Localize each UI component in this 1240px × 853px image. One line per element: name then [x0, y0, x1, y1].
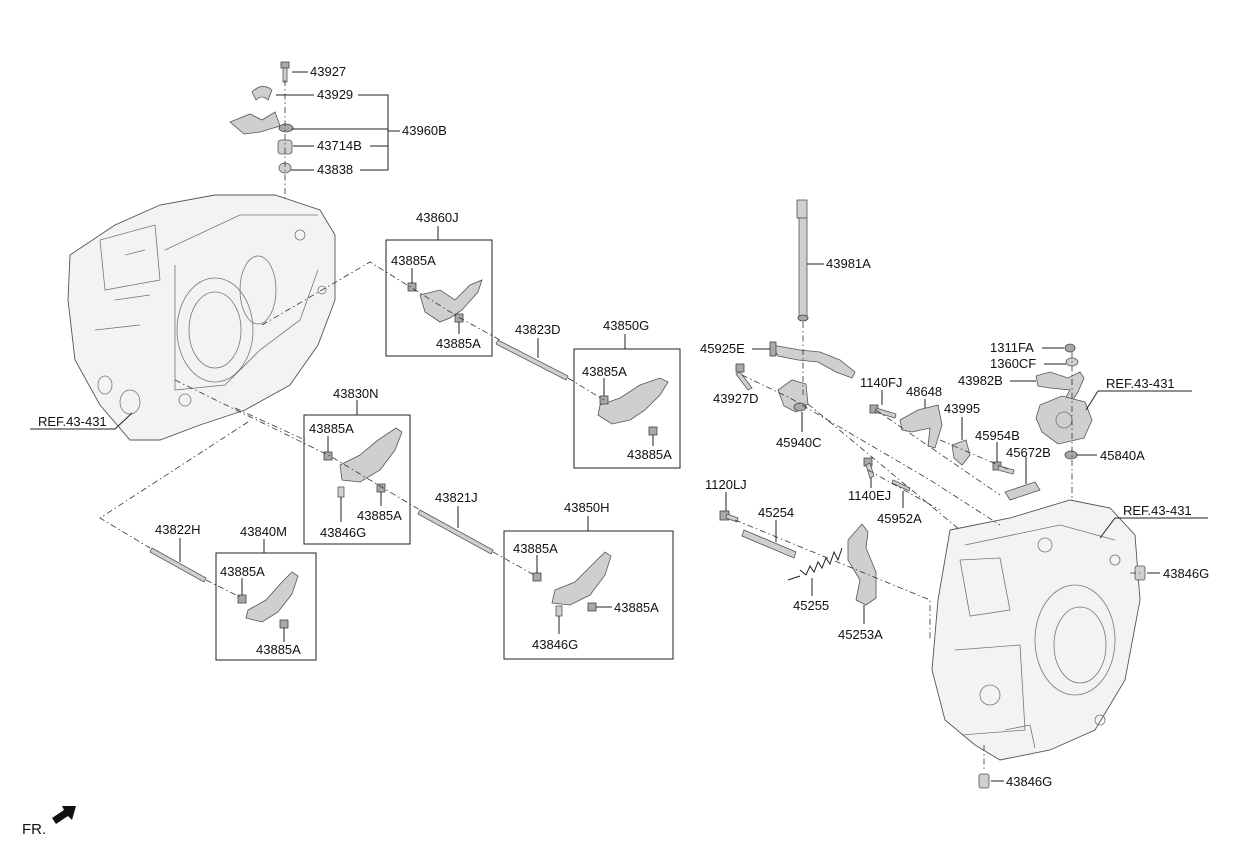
box-43850G — [573, 348, 681, 469]
shaft-43981A — [796, 199, 824, 322]
label-43982B: 43982B — [958, 373, 1003, 388]
label-1140EJ: 1140EJ — [848, 488, 891, 503]
plate-icon — [1004, 481, 1041, 501]
spring-icon — [799, 547, 843, 576]
label-43885A-1: 43885A — [391, 253, 436, 268]
label-43840M: 43840M — [240, 524, 287, 539]
label-43885A-8: 43885A — [614, 600, 659, 615]
label-45954B: 45954B — [975, 428, 1020, 443]
left-transmission-case — [67, 194, 336, 441]
bracket-icon — [899, 404, 943, 449]
label-1311FA: 1311FA — [990, 340, 1034, 355]
label-43838: 43838 — [317, 162, 353, 177]
ref-right-mid: REF.43-431 — [1123, 503, 1192, 518]
pin-icon — [891, 479, 911, 492]
assembly-lines-left — [99, 261, 605, 599]
detent-lever-icon — [847, 523, 877, 606]
label-43885A-9: 43885A — [220, 564, 265, 579]
front-direction-label: FR. — [22, 821, 46, 838]
label-45672B: 45672B — [1006, 445, 1051, 460]
label-43850H: 43850H — [564, 500, 610, 515]
shift-fork-icon — [597, 377, 669, 425]
label-43860J: 43860J — [416, 210, 459, 225]
clip-icon — [251, 86, 273, 101]
label-43846G-3: 43846G — [1163, 566, 1209, 581]
label-43927D: 43927D — [713, 391, 759, 406]
label-43846G-2: 43846G — [532, 637, 578, 652]
label-1360CF: 1360CF — [990, 356, 1036, 371]
shift-fork-icon — [551, 551, 612, 606]
label-43885A-6: 43885A — [357, 508, 402, 523]
label-45940C: 45940C — [776, 435, 822, 450]
assembly-lines-right — [734, 322, 1140, 772]
label-43927-top: 43927 — [310, 64, 346, 79]
lever-icon — [771, 344, 856, 379]
top-bracket-stack — [229, 61, 400, 200]
label-43822H: 43822H — [155, 522, 201, 537]
label-43850G: 43850G — [603, 318, 649, 333]
o-ring-icon — [1064, 450, 1078, 460]
label-45254: 45254 — [758, 505, 794, 520]
fr-arrow-icon — [52, 806, 76, 824]
label-43846G-4: 43846G — [1006, 774, 1052, 789]
label-43981A: 43981A — [826, 256, 871, 271]
bolt-head-icon — [280, 61, 290, 69]
label-45840A: 45840A — [1100, 448, 1145, 463]
label-43846G-1: 43846G — [320, 525, 366, 540]
label-43929: 43929 — [317, 87, 353, 102]
shift-rod-icon — [149, 547, 207, 583]
label-45255: 45255 — [793, 598, 829, 613]
label-43885A-4: 43885A — [627, 447, 672, 462]
label-43960B: 43960B — [402, 123, 447, 138]
label-43885A-2: 43885A — [436, 336, 481, 351]
shift-fork-icon — [419, 279, 483, 323]
label-43823D: 43823D — [515, 322, 561, 337]
right-transmission-case — [931, 499, 1141, 761]
label-43885A-10: 43885A — [256, 642, 301, 657]
shift-rod-icon — [495, 339, 569, 381]
box-43860J — [385, 239, 493, 357]
box-43830N — [303, 414, 411, 545]
box-43850H — [503, 530, 674, 660]
label-1140FJ: 1140FJ — [860, 375, 902, 390]
label-45952A: 45952A — [877, 511, 922, 526]
box-43840M — [215, 552, 317, 661]
label-43995: 43995 — [944, 401, 980, 416]
shaft-icon — [741, 529, 797, 559]
label-43885A-3: 43885A — [582, 364, 627, 379]
label-48648: 48648 — [906, 384, 942, 399]
label-43830N: 43830N — [333, 386, 379, 401]
label-43821J: 43821J — [435, 490, 478, 505]
label-45253A: 45253A — [838, 627, 883, 642]
switch-icon — [951, 439, 971, 466]
dowel-pin-icon — [978, 773, 990, 789]
nut-icon — [1064, 343, 1076, 353]
label-1120LJ: 1120LJ — [705, 477, 747, 492]
inhibitor-switch-icon — [1035, 395, 1093, 445]
shift-rod-icon — [417, 509, 494, 555]
ref-right-top: REF.43-431 — [1106, 376, 1175, 391]
label-43714B: 43714B — [317, 138, 362, 153]
shift-fork-icon — [339, 427, 403, 483]
bracket-icon — [229, 111, 281, 135]
label-43885A-7: 43885A — [513, 541, 558, 556]
label-45925E: 45925E — [700, 341, 745, 356]
ref-left: REF.43-431 — [38, 414, 107, 429]
label-43885A-5: 43885A — [309, 421, 354, 436]
shift-fork-icon — [245, 571, 299, 623]
